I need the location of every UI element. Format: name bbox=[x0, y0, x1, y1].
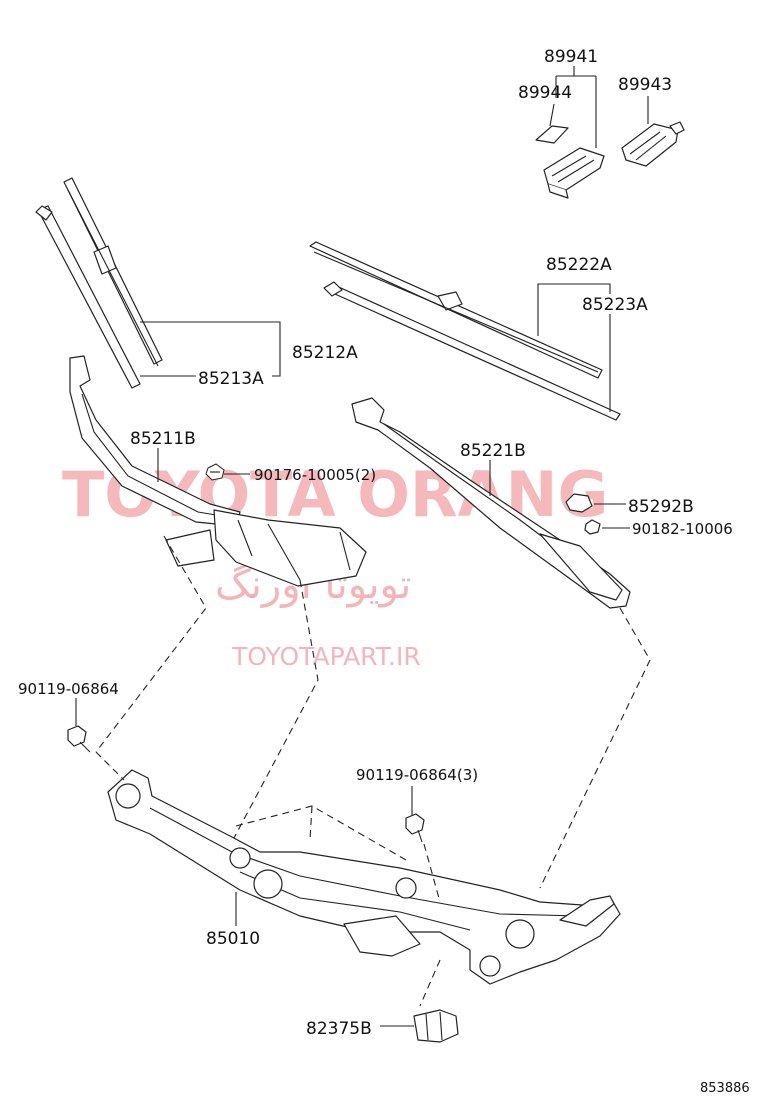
label-89943: 89943 bbox=[618, 75, 672, 95]
label-85222A: 85222A bbox=[546, 255, 612, 275]
part-85292B-cap bbox=[565, 493, 593, 513]
label-85292B: 85292B bbox=[628, 497, 694, 517]
dash-bolt-to-linkage bbox=[95, 751, 125, 781]
dash-motor-to-connector bbox=[419, 959, 441, 1007]
part-85211B-arm-left bbox=[69, 355, 367, 587]
label-90119-center: 90119-06864(3) bbox=[356, 766, 478, 784]
label-85211B: 85211B bbox=[130, 429, 196, 449]
part-82375B-connector bbox=[413, 1009, 459, 1043]
label-90176: 90176-10005(2) bbox=[254, 466, 376, 484]
dash-arm-right-to-pivot bbox=[539, 607, 651, 889]
label-89941: 89941 bbox=[544, 47, 598, 67]
part-90182-nut bbox=[584, 519, 601, 535]
leader-85212A bbox=[140, 321, 281, 377]
part-89944-pad bbox=[535, 125, 569, 144]
part-90176-nut bbox=[205, 463, 225, 481]
leader-89941 bbox=[555, 66, 597, 148]
dash-arm-left-to-bolt bbox=[95, 535, 207, 753]
part-90119-bolt-center bbox=[405, 813, 425, 843]
label-85212A: 85212A bbox=[292, 343, 358, 363]
part-89941-adapter bbox=[543, 147, 605, 199]
label-82375B: 82375B bbox=[306, 1019, 372, 1039]
label-85213A: 85213A bbox=[198, 369, 264, 389]
part-85212A-blade-left bbox=[63, 177, 163, 367]
part-85223A-insert-right bbox=[323, 281, 621, 421]
part-85222A-blade-right bbox=[309, 241, 603, 379]
part-89943-clip bbox=[621, 121, 685, 167]
dash-arm-left-to-pivot bbox=[233, 579, 319, 839]
dash-linkage-mid bbox=[309, 805, 313, 841]
part-85010-linkage bbox=[107, 769, 621, 985]
leader-89944 bbox=[549, 103, 555, 127]
part-90119-bolt-left bbox=[67, 725, 91, 753]
part-85213A-insert-left bbox=[35, 205, 141, 389]
diagram-id: 853886 bbox=[700, 1081, 750, 1096]
label-90119-left: 90119-06864 bbox=[18, 680, 119, 698]
dash-bolt-to-motor bbox=[423, 843, 441, 903]
label-85221B: 85221B bbox=[460, 441, 526, 461]
label-90182: 90182-10006 bbox=[632, 520, 733, 538]
part-85221B-arm-right bbox=[351, 397, 631, 609]
label-85010: 85010 bbox=[206, 929, 260, 949]
label-89944: 89944 bbox=[518, 83, 572, 103]
leader-85222A bbox=[537, 283, 611, 412]
label-85223A: 85223A bbox=[582, 295, 648, 315]
watermark-site: TOYOTAPART.IR bbox=[231, 642, 421, 671]
